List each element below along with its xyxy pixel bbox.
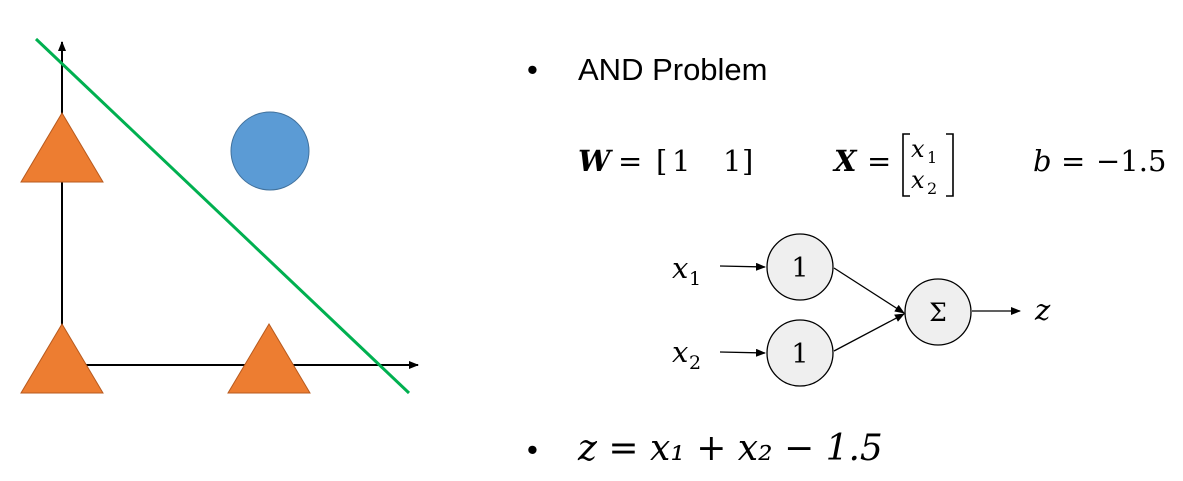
slide-title: AND Problem (578, 52, 768, 87)
class-1-circle-point (230, 111, 310, 191)
w-bracket-open: [ (656, 144, 667, 178)
input-label-1-sub: 1 (689, 268, 701, 290)
w-bracket-close: ] (742, 144, 753, 178)
sum-node (904, 278, 972, 346)
bullet-2: • (527, 432, 538, 467)
matrix-entry-2: x (911, 166, 925, 194)
input-label-1: x (672, 251, 688, 285)
class-0-triangle-point (20, 323, 104, 394)
w-equals: = (618, 144, 642, 178)
bias-equation: b = −1.5 (1033, 144, 1166, 178)
input-arrow-2 (719, 348, 766, 357)
bullet-1: • (527, 52, 538, 87)
input-arrow-1 (719, 262, 766, 271)
matrix-entry-1-sub: 1 (927, 148, 937, 167)
class-0-triangle-point (227, 323, 311, 394)
weight-node-2-label: 1 (791, 339, 808, 370)
b-symbol: b (1033, 144, 1052, 178)
edge-1-to-sum (833, 267, 905, 314)
matrix-entry-2-sub: 2 (927, 179, 937, 198)
output-label: z (1034, 293, 1051, 327)
class-0-triangle-point (20, 112, 104, 183)
matrix-right-bracket (946, 133, 954, 197)
scatter-plot (20, 37, 419, 395)
x-symbol: X (832, 144, 858, 178)
sum-symbol: Σ (929, 298, 947, 327)
z-equation: z = x₁ + x₂ − 1.5 (577, 428, 883, 469)
weight-equation: W = [ 1 1 ] (578, 144, 753, 178)
weight-node-1 (766, 233, 834, 301)
x-equals: = (867, 144, 891, 178)
input-label-2: x (672, 335, 688, 369)
b-value: −1.5 (1096, 144, 1166, 178)
w-value-1: 1 (672, 144, 690, 178)
input-label-2-sub: 2 (689, 352, 701, 374)
matrix-left-bracket (902, 133, 910, 197)
weight-node-2 (766, 319, 834, 387)
decision-boundary-line (34, 37, 411, 395)
matrix-entry-1: x (911, 135, 925, 163)
w-value-2: 1 (723, 144, 741, 178)
input-vector-equation: X = x 1 x 2 (832, 133, 954, 198)
w-symbol: W (578, 144, 613, 178)
perceptron-diagram: x 1 x 2 1 1 Σ z (672, 233, 1051, 387)
edge-2-to-sum (833, 313, 905, 352)
weight-node-1-label: 1 (791, 253, 808, 284)
b-equals: = (1061, 144, 1085, 178)
